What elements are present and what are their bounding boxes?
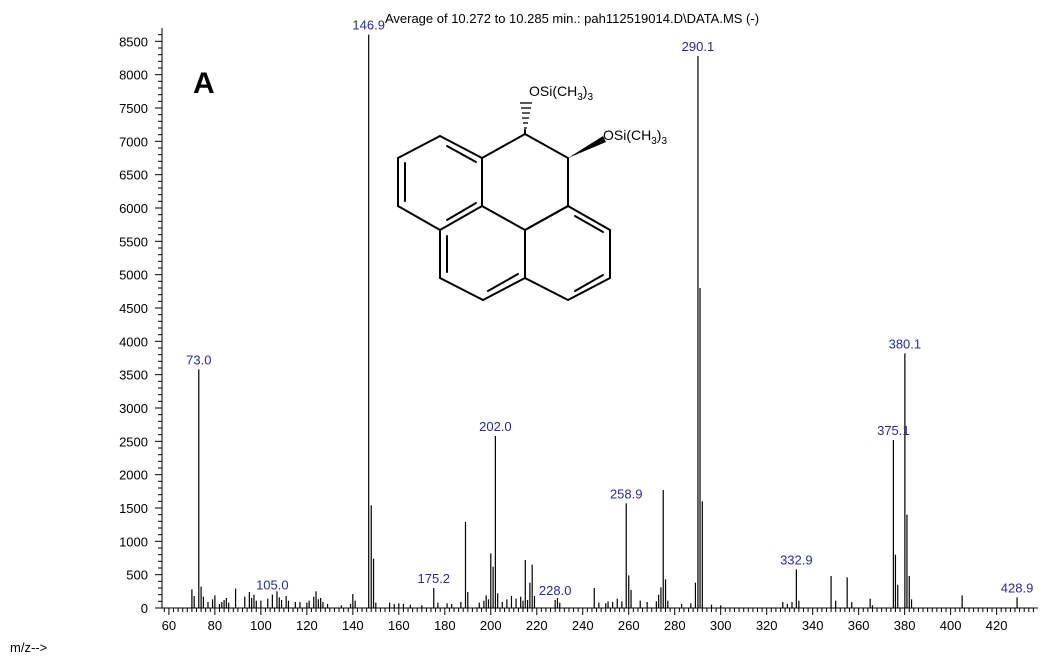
y-tick-label: 6500: [119, 168, 148, 183]
bond: [487, 273, 519, 292]
y-tick-label: 2000: [119, 468, 148, 483]
peak-label: 228.0: [539, 583, 572, 598]
substituent-text: OSi(CH: [603, 127, 651, 143]
y-tick-label: 2500: [119, 434, 148, 449]
subscript: 3: [577, 92, 583, 103]
left-benzene-ring: [397, 134, 483, 232]
y-tick-label: 3000: [119, 401, 148, 416]
x-tick-label: 260: [618, 618, 640, 633]
bond: [574, 274, 604, 292]
x-tick-label: 60: [162, 618, 176, 633]
panel-label: A: [193, 67, 215, 100]
substituent-text: ): [657, 127, 662, 143]
peak-label: 332.9: [780, 552, 813, 567]
x-tick-label: 100: [250, 618, 272, 633]
molecule-structure: OSi(CH3)3 OSi(CH3)3: [397, 83, 667, 302]
substituent-top: OSi(CH3)3: [529, 83, 593, 103]
x-tick-label: 180: [434, 618, 456, 633]
peak-label: 428.9: [1001, 580, 1034, 595]
peak-label: 202.0: [479, 419, 512, 434]
y-tick-label: 1000: [119, 534, 148, 549]
substituent-text: ): [583, 83, 588, 99]
peak-label: 290.1: [682, 39, 715, 54]
x-axis-label: m/z-->: [10, 640, 47, 655]
hashed-wedge-bond: [520, 102, 532, 135]
y-tick-label: 3500: [119, 368, 148, 383]
y-tick-label: 8500: [119, 34, 148, 49]
peak-label: 375.1: [877, 423, 910, 438]
y-tick-label: 7500: [119, 101, 148, 116]
x-tick-label: 400: [940, 618, 962, 633]
x-tick-label: 240: [572, 618, 594, 633]
y-tick-label: 4500: [119, 301, 148, 316]
peak-label: 175.2: [417, 571, 450, 586]
peak-label: 105.0: [256, 578, 289, 593]
y-tick-label: 5000: [119, 268, 148, 283]
x-tick-label: 120: [296, 618, 318, 633]
y-tick-label: 4000: [119, 334, 148, 349]
y-tick-label: 7000: [119, 134, 148, 149]
y-tick-label: 500: [126, 568, 148, 583]
x-tick-label: 220: [526, 618, 548, 633]
bond: [446, 202, 477, 221]
y-tick-label: 1500: [119, 501, 148, 516]
solid-wedge-bond: [568, 136, 606, 158]
bond: [439, 229, 526, 302]
peak-label: 380.1: [889, 336, 922, 351]
bond: [481, 132, 569, 159]
x-tick-label: 140: [342, 618, 364, 633]
x-tick-label: 280: [664, 618, 686, 633]
bond: [574, 215, 604, 233]
chart-title: Average of 10.272 to 10.285 min.: pah112…: [385, 11, 759, 26]
x-tick-label: 200: [480, 618, 502, 633]
bond: [446, 145, 477, 163]
x-tick-label: 300: [710, 618, 732, 633]
peak-label: 146.9: [352, 18, 385, 33]
peak-label: 73.0: [186, 352, 211, 367]
x-tick-label: 360: [848, 618, 870, 633]
x-tick-label: 320: [756, 618, 778, 633]
y-tick-label: 8000: [119, 68, 148, 83]
x-tick-label: 340: [802, 618, 824, 633]
substituent-text: OSi(CH: [529, 83, 577, 99]
right-benzene-ring: [524, 204, 611, 302]
subscript: 3: [587, 92, 593, 103]
peak-labels: 73.0 105.0 146.9 175.2 202.0 228.0 258.9 290.1 3…: [186, 18, 1033, 598]
subscript: 3: [651, 136, 657, 147]
subscript: 3: [661, 136, 667, 147]
x-tick-label: 380: [894, 618, 916, 633]
x-tick-label: 160: [388, 618, 410, 633]
peak-bars: [191, 34, 1018, 608]
y-tick-label: 0: [141, 601, 148, 616]
x-tick-label: 420: [986, 618, 1008, 633]
y-tick-label: 5500: [119, 234, 148, 249]
peak-label: 258.9: [610, 486, 643, 501]
y-tick-label: 6000: [119, 201, 148, 216]
x-tick-label: 80: [208, 618, 222, 633]
bond: [481, 157, 569, 232]
substituent-right: OSi(CH3)3: [603, 127, 667, 147]
